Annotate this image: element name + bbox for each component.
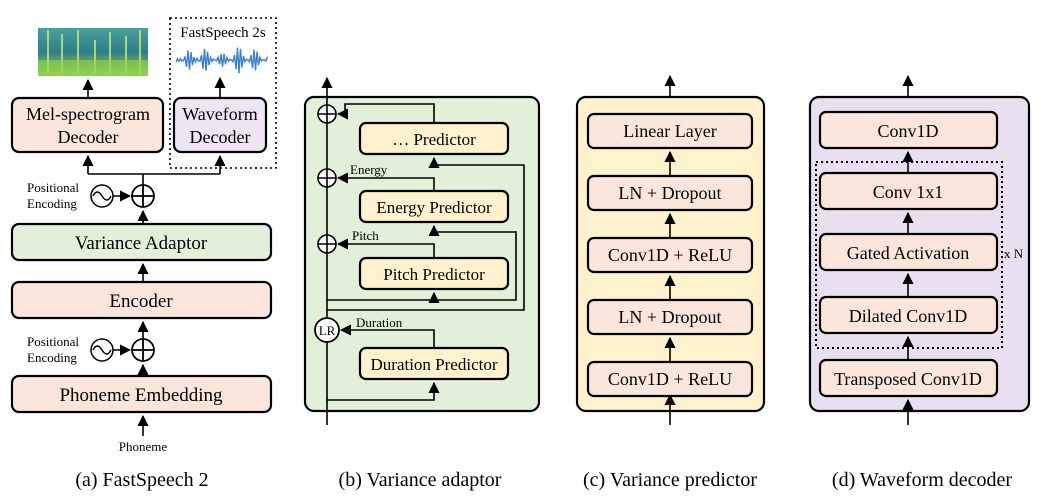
mel-decoder-line2: Decoder [58,127,119,147]
panel-b-variance-adaptor: … Predictor Energy Predictor Pitch Predi… [303,76,541,491]
panel-d-waveform-decoder: Conv1D x N Conv 1x1 Gated Activation Dil… [808,74,1031,491]
add-circle-dots [317,104,337,124]
variance-predictor-layer-label: Conv1D + ReLU [608,369,732,389]
variance-predictor-layer-label: LN + Dropout [618,183,721,203]
encoder-label: Encoder [109,291,173,312]
encoder-box [10,280,273,320]
pos-enc-bottom-line2: Encoding [27,350,77,365]
pos-enc-top-line2: Encoding [27,196,77,211]
variance-predictor-layer-label: Linear Layer [623,121,716,141]
variance-predictor-layer-label: LN + Dropout [618,307,721,327]
gated-activation-label: Gated Activation [847,243,969,263]
lr-label: LR [319,323,336,338]
dots-predictor-label: … Predictor [392,130,476,149]
conv1x1-label: Conv 1x1 [873,182,944,202]
pitch-predictor-label: Pitch Predictor [383,265,485,284]
repeat-block-frame [815,161,1003,349]
waveform-decoder-line2: Decoder [190,127,251,147]
caption-a: (a) FastSpeech 2 [75,469,208,491]
pos-enc-bottom-line1: Positional [27,334,79,349]
caption-d: (d) Waveform decoder [832,469,1012,491]
duration-label: Duration [356,315,403,330]
variance-predictor-layer-label: Conv1D + ReLU [608,245,732,265]
phoneme-embedding-label: Phoneme Embedding [59,385,223,406]
add-circle-pitch [317,234,337,254]
phoneme-input-label: Phoneme [119,439,168,454]
pitch-label: Pitch [352,228,379,243]
caption-b: (b) Variance adaptor [339,469,502,491]
variance-adaptor-box [10,222,273,262]
waveform-decoder-line1: Waveform [182,104,258,124]
pos-enc-top-line1: Positional [27,180,79,195]
panel-a-fastspeech2: FastSpeech 2s Mel-spectrogram Decoder Wa… [10,17,277,491]
phoneme-embedding-box [10,374,273,414]
conv1d-label: Conv1D [877,121,938,141]
energy-predictor-label: Energy Predictor [376,198,492,217]
spectrogram-icon [38,28,148,76]
duration-predictor-label: Duration Predictor [371,355,498,374]
length-regulator-circle [314,317,340,343]
dilated-conv1d-label: Dilated Conv1D [849,306,968,326]
mel-decoder-line1: Mel-spectrogram [26,104,150,124]
variance-adaptor-label: Variance Adaptor [75,233,208,254]
conv1d-box [818,110,999,150]
repeat-label: x N [1004,246,1024,261]
waveform-icon [175,47,269,74]
transposed-conv1d-label: Transposed Conv1D [834,369,982,389]
caption-c: (c) Variance predictor [583,469,757,491]
variance-predictor-layer-box [586,112,754,150]
add-circle-energy [317,168,337,188]
energy-label: Energy [350,162,388,177]
fastspeech2s-label: FastSpeech 2s [180,25,266,41]
